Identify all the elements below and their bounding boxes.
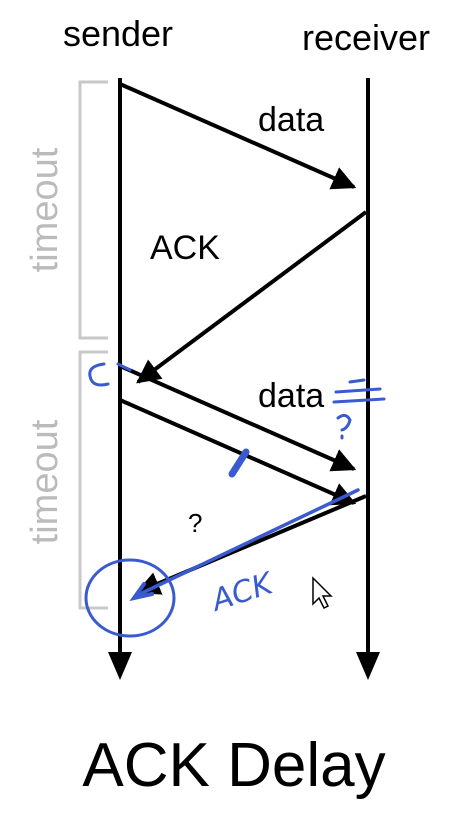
hand-slash-mark (228, 448, 250, 478)
hand-arrowhead (129, 582, 154, 602)
hand-small-q (336, 413, 352, 440)
timeout-bracket-1 (78, 80, 108, 340)
timeout-bracket-2 (78, 350, 108, 610)
hand-ack-underline (138, 488, 360, 596)
receiver-timeline (356, 78, 380, 680)
hand-bracket-mark (88, 362, 110, 387)
sender-timeline (108, 78, 132, 680)
sender-label: sender (63, 13, 173, 54)
mouse-cursor-icon (312, 576, 333, 610)
receiver-label: receiver (302, 17, 430, 58)
hand-tick-mark (116, 362, 132, 372)
data-label-1: data (258, 101, 324, 139)
data-arrow-2 (119, 364, 357, 472)
question-mark: ? (188, 508, 202, 538)
ack-label-1: ACK (150, 229, 220, 267)
handwritten-ack-label: ACK (206, 566, 279, 620)
data-arrow-1 (119, 82, 357, 190)
ack-arrow-1 (136, 210, 368, 384)
data-arrow-3 (119, 398, 357, 506)
timeout-label-2: timeout (24, 419, 66, 544)
hand-equals-mark (332, 378, 386, 404)
diagram-title: ACK Delay (82, 731, 385, 800)
hand-circle (84, 558, 176, 638)
data-label-2: data (258, 377, 324, 415)
handwritten-annotations (84, 362, 386, 638)
timeout-label-1: timeout (24, 147, 66, 272)
